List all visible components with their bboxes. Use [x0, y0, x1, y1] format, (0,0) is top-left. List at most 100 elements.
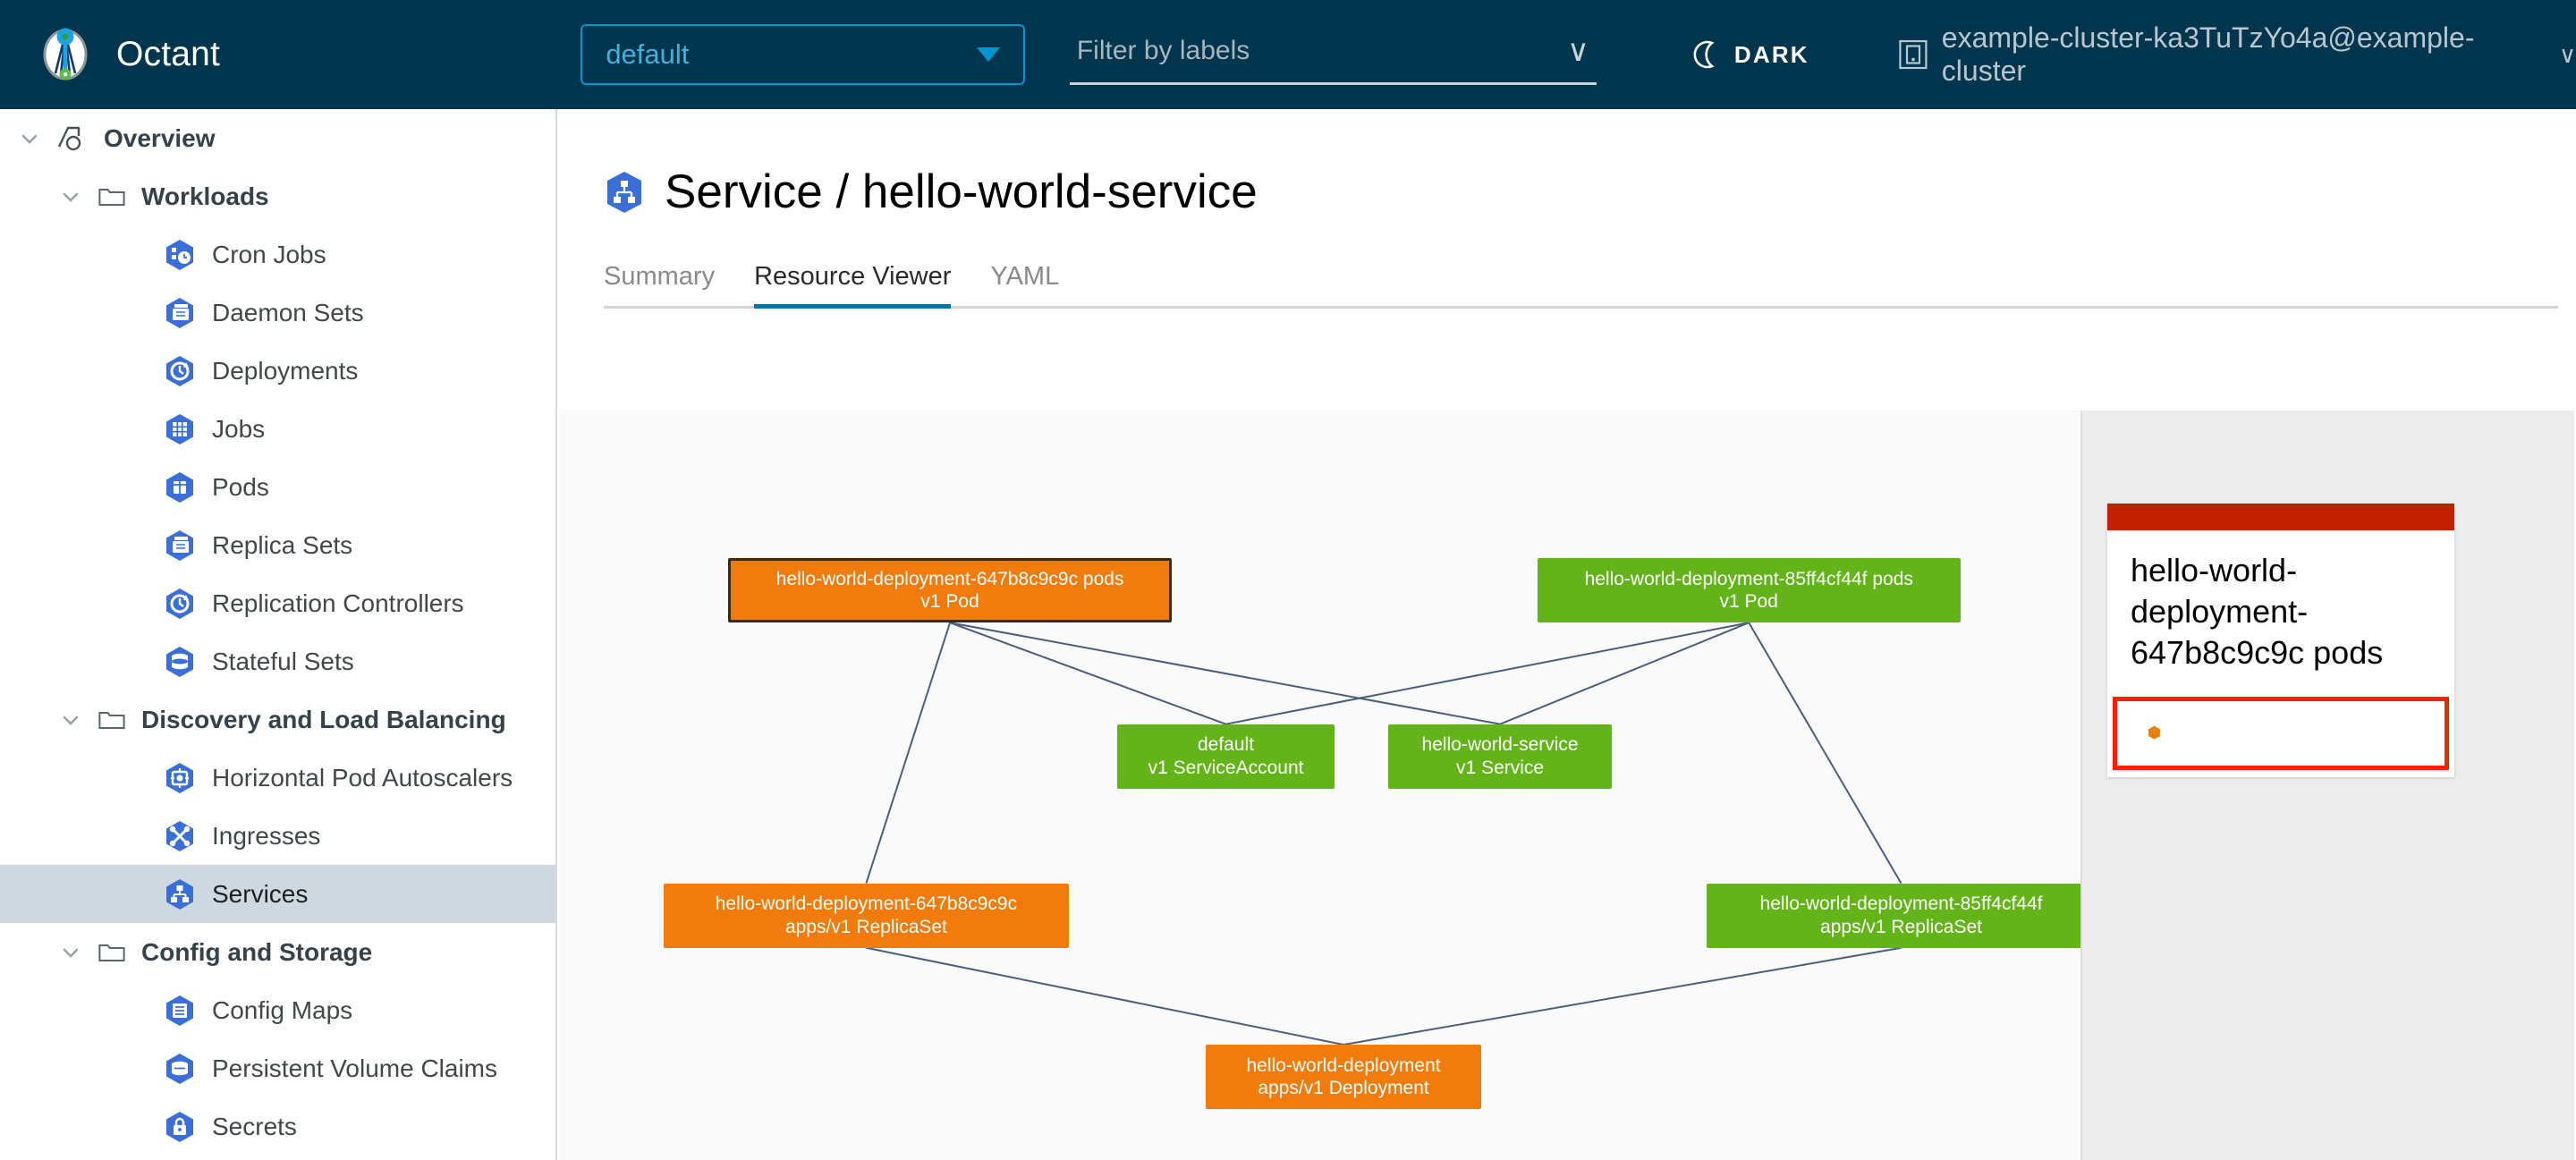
- chevron-down-icon: ∨: [2558, 40, 2576, 68]
- sidebar-item-jobs[interactable]: Jobs: [0, 400, 555, 458]
- sidebar-item-overview[interactable]: Overview: [0, 109, 555, 167]
- pvc-icon: [164, 1052, 196, 1086]
- detail-status-box: [2113, 697, 2449, 771]
- sidebar-item-daemon-sets[interactable]: Daemon Sets: [0, 284, 555, 342]
- sidebar-item-label: Deployments: [212, 356, 359, 385]
- daemon-sets-icon: [164, 296, 196, 330]
- graph-node-kind: v1 ServiceAccount: [1148, 757, 1304, 778]
- app-header: Octant default Filter by labels ∨ DARK e…: [0, 0, 2576, 109]
- sidebar-item-secrets[interactable]: Secrets: [0, 1097, 555, 1156]
- sidebar-item-label: Stateful Sets: [212, 647, 354, 675]
- orange-hexagon-status-icon: [2146, 725, 2163, 742]
- replication-controllers-icon: [164, 587, 196, 621]
- tab-resource-viewer[interactable]: Resource Viewer: [754, 262, 952, 309]
- graph-node-name: hello-world-deployment-647b8c9c9c pods: [775, 568, 1124, 589]
- folder-icon: [98, 708, 125, 732]
- chevron-down-icon[interactable]: [59, 708, 82, 732]
- dark-theme-label: DARK: [1733, 40, 1809, 68]
- sidebar-item-pods[interactable]: Pods: [0, 458, 555, 516]
- sidebar-item-label: Cron Jobs: [212, 240, 326, 268]
- sidebar-item-config-and-storage[interactable]: Config and Storage: [0, 923, 555, 981]
- sidebar-item-label: Daemon Sets: [212, 298, 364, 326]
- graph-node-kind: apps/v1 Deployment: [1258, 1078, 1429, 1099]
- octant-logo-icon: [38, 27, 93, 82]
- overview-icon: [57, 125, 88, 152]
- namespace-select[interactable]: default: [580, 24, 1025, 85]
- services-icon: [164, 877, 196, 911]
- tab-yaml[interactable]: YAML: [990, 262, 1060, 291]
- secrets-icon: [164, 1110, 196, 1144]
- sidebar-item-label: Workloads: [141, 182, 269, 210]
- label-filter-input[interactable]: Filter by labels ∨: [1069, 24, 1597, 85]
- graph-edge: [1748, 622, 1902, 885]
- folder-icon: [98, 941, 125, 964]
- sidebar-item-label: Config and Storage: [141, 937, 373, 966]
- sidebar-item-label: Jobs: [212, 414, 266, 443]
- sidebar-item-services[interactable]: Services: [0, 865, 555, 923]
- tab-summary[interactable]: Summary: [604, 262, 716, 291]
- brand-name: Octant: [116, 35, 221, 73]
- sidebar-item-horizontal-pod-autoscalers[interactable]: Horizontal Pod Autoscalers: [0, 749, 555, 807]
- detail-card[interactable]: hello-world-deployment-647b8c9c9c pods: [2107, 504, 2454, 778]
- pods-icon: [164, 470, 196, 504]
- caret-down-icon: [976, 47, 1000, 62]
- page-title-row: Service / hello-world-service: [604, 165, 2576, 219]
- sidebar-item-workloads[interactable]: Workloads: [0, 167, 555, 225]
- services-icon: [604, 171, 645, 214]
- sidebar-item-stateful-sets[interactable]: Stateful Sets: [0, 632, 555, 690]
- tab-bar[interactable]: Summary Resource Viewer YAML: [604, 255, 2558, 309]
- graph-node-kind: apps/v1 ReplicaSet: [784, 916, 947, 937]
- graph-node-name: hello-world-deployment-647b8c9c9c: [715, 893, 1018, 915]
- chevron-down-icon[interactable]: ∨: [1566, 33, 1589, 68]
- sidebar-item-replica-sets[interactable]: Replica Sets: [0, 516, 555, 574]
- cluster-icon: [1899, 39, 1928, 70]
- sidebar-item-discovery-and-load-balancing[interactable]: Discovery and Load Balancing: [0, 690, 555, 749]
- cron-jobs-icon: [164, 238, 196, 272]
- graph-node-name: hello-world-service: [1421, 734, 1579, 756]
- sidebar-item-replication-controllers[interactable]: Replication Controllers: [0, 574, 555, 632]
- graph-edge: [949, 622, 1226, 725]
- sidebar-item-cron-jobs[interactable]: Cron Jobs: [0, 225, 555, 284]
- chevron-down-icon[interactable]: [18, 127, 41, 150]
- label-filter-placeholder: Filter by labels: [1076, 35, 1250, 65]
- graph-edge: [1343, 946, 1902, 1046]
- page-title: Service / hello-world-service: [665, 165, 1258, 218]
- chevron-down-icon[interactable]: [59, 185, 82, 208]
- dark-theme-toggle[interactable]: DARK: [1690, 39, 1809, 70]
- sidebar-item-label: Overview: [104, 123, 216, 152]
- stateful-sets-icon: [164, 645, 196, 679]
- detail-card-status-bar: [2107, 504, 2454, 530]
- graph-edge: [949, 622, 1501, 725]
- graph-edge: [866, 946, 1344, 1046]
- moon-icon: [1690, 39, 1720, 70]
- chevron-down-icon[interactable]: [59, 941, 82, 964]
- graph-node-kind: v1 Pod: [920, 591, 979, 613]
- sidebar-item-config-maps[interactable]: Config Maps: [0, 981, 555, 1039]
- sidebar-item-ingresses[interactable]: Ingresses: [0, 807, 555, 865]
- sidebar-item-persistent-volume-claims[interactable]: Persistent Volume Claims: [0, 1039, 555, 1097]
- brand[interactable]: Octant: [38, 27, 541, 82]
- graph-edge: [1499, 622, 1750, 725]
- graph-edge: [1225, 622, 1750, 725]
- graph-edges: [865, 622, 1902, 1046]
- cluster-selector[interactable]: example-cluster-ka3TuTzYo4a@example-clus…: [1899, 21, 2576, 88]
- graph-node-kind: v1 Pod: [1719, 591, 1778, 613]
- deployments-icon: [164, 354, 196, 388]
- graph-node-name: hello-world-deployment-85ff4cf44f pods: [1584, 568, 1913, 589]
- graph-node-name: hello-world-deployment-85ff4cf44f: [1759, 893, 2043, 915]
- sidebar-item-label: Ingresses: [212, 821, 321, 850]
- sidebar-item-label: Replica Sets: [212, 530, 353, 559]
- sidebar-item-deployments[interactable]: Deployments: [0, 342, 555, 400]
- config-maps-icon: [164, 994, 196, 1028]
- ingresses-icon: [164, 819, 196, 853]
